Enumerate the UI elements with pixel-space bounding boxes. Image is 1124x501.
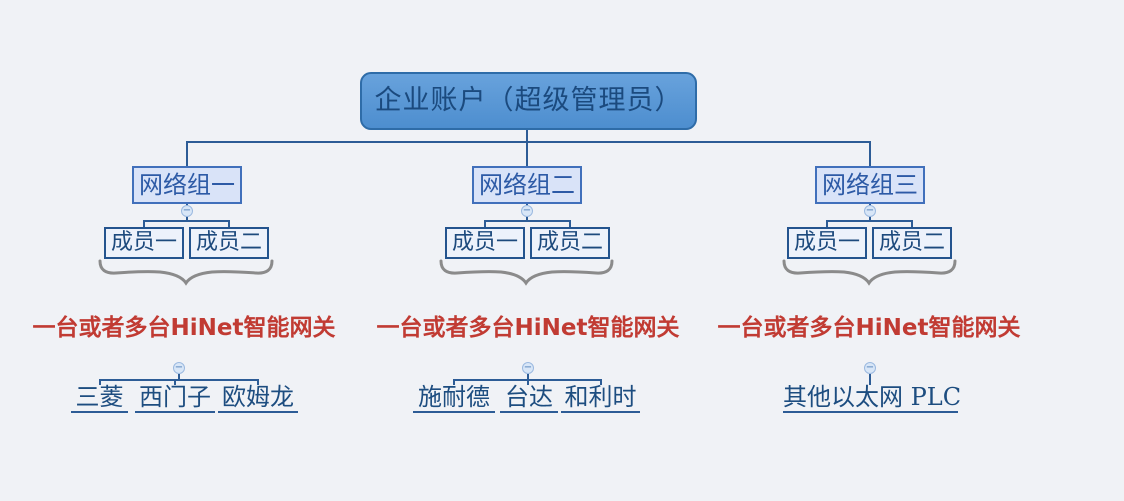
- connector-plc2-stem: [527, 374, 529, 380]
- connector-plc2-drop3: [600, 379, 602, 385]
- root-node[interactable]: 企业账户（超级管理员）: [360, 72, 697, 130]
- connector-plc1-horizontal: [100, 379, 259, 381]
- connector-group1-member1-drop: [143, 220, 145, 227]
- group-node-1[interactable]: 网络组一: [132, 166, 242, 204]
- brace-group1: [98, 259, 274, 286]
- member-node-1-1[interactable]: 成员一: [104, 227, 184, 259]
- connector-plc3-stem: [869, 374, 871, 385]
- plc-node-siemens[interactable]: 西门子: [135, 384, 215, 413]
- collapse-icon-plc2[interactable]: −: [522, 362, 534, 374]
- brace-group2: [439, 259, 614, 286]
- plc-node-delta[interactable]: 台达: [500, 384, 558, 413]
- connector-group3-members: [827, 220, 913, 222]
- member-node-3-2[interactable]: 成员二: [872, 227, 952, 259]
- connector-plc1-stem: [178, 374, 180, 380]
- gateway-note-3[interactable]: 一台或者多台HiNet智能网关: [717, 315, 1021, 341]
- connector-drop-group3: [869, 141, 871, 166]
- member-node-2-1[interactable]: 成员一: [445, 227, 525, 259]
- connector-group2-members: [485, 220, 571, 222]
- connector-main-horizontal: [186, 141, 871, 143]
- connector-plc1-drop1: [99, 379, 101, 385]
- collapse-icon-group2[interactable]: −: [521, 205, 533, 217]
- member-node-2-2[interactable]: 成员二: [530, 227, 610, 259]
- member-node-1-2[interactable]: 成员二: [189, 227, 269, 259]
- connector-plc2-drop1: [453, 379, 455, 385]
- connector-group2-member1-drop: [484, 220, 486, 227]
- group-node-3[interactable]: 网络组三: [815, 166, 925, 204]
- gateway-note-2[interactable]: 一台或者多台HiNet智能网关: [376, 315, 680, 341]
- collapse-icon-plc3[interactable]: −: [864, 362, 876, 374]
- connector-drop-group1: [186, 141, 188, 166]
- collapse-icon-plc1[interactable]: −: [173, 362, 185, 374]
- connector-root-stem: [526, 130, 528, 166]
- connector-plc2-drop2: [527, 379, 529, 385]
- plc-node-omron[interactable]: 欧姆龙: [218, 384, 298, 413]
- brace-group3: [782, 259, 957, 286]
- connector-plc1-drop3: [257, 379, 259, 385]
- plc-node-schneider[interactable]: 施耐德: [413, 384, 495, 413]
- gateway-note-1[interactable]: 一台或者多台HiNet智能网关: [32, 315, 336, 341]
- plc-node-mitsubishi[interactable]: 三菱: [71, 384, 128, 413]
- connector-group1-members: [144, 220, 230, 222]
- connector-group3-member2-drop: [911, 220, 913, 227]
- member-node-3-1[interactable]: 成员一: [787, 227, 867, 259]
- connector-group3-member1-drop: [826, 220, 828, 227]
- plc-node-other-ethernet[interactable]: 其他以太网 PLC: [783, 383, 962, 413]
- connector-group1-member2-drop: [228, 220, 230, 227]
- connector-plc1-drop2: [174, 379, 176, 385]
- group-node-2[interactable]: 网络组二: [472, 166, 582, 204]
- connector-group2-member2-drop: [569, 220, 571, 227]
- collapse-icon-group1[interactable]: −: [181, 205, 193, 217]
- collapse-icon-group3[interactable]: −: [864, 205, 876, 217]
- plc-node-hollysys[interactable]: 和利时: [561, 384, 640, 413]
